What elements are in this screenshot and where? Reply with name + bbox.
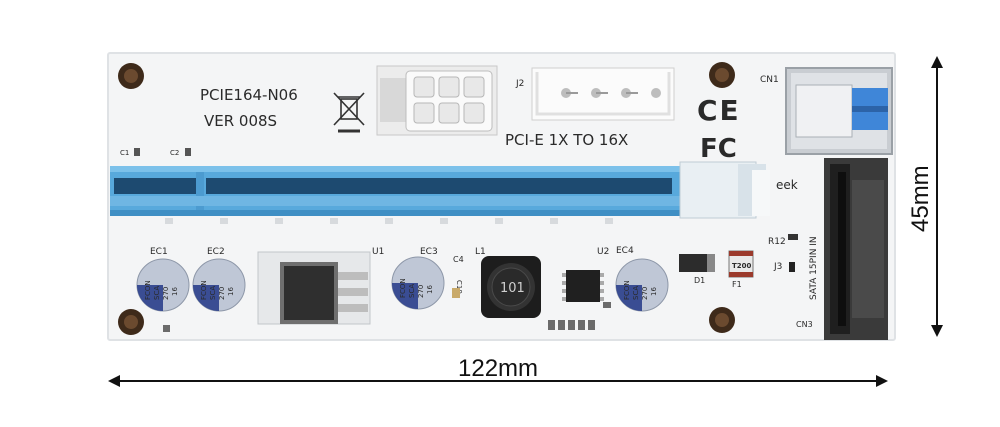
slot-solder-marks [165,218,613,224]
model-label: PCIE164-N06 [200,86,298,104]
ce-mark: CE [697,94,741,127]
c10-label: C10 [455,280,463,294]
ec1-label: EC1 [150,247,168,257]
svg-text:16: 16 [426,285,434,294]
mounting-hole-bottom-right [709,307,735,333]
height-dimension-arrow [931,56,943,337]
svg-text:SCA: SCA [153,286,161,300]
capacitor-ec3: FCON SCA 270 16 [391,256,445,310]
u2-label: U2 [597,247,609,257]
svg-text:SCA: SCA [209,286,217,300]
ec4-label: EC4 [616,246,634,256]
cn1-label: CN1 [760,75,779,85]
svg-text:FCON: FCON [623,280,631,300]
capacitor-ec1: FCON SCA 270 16 [136,258,190,312]
c4-label: C4 [453,255,464,264]
svg-text:270: 270 [641,287,649,300]
f1-fuse: T200 [728,250,754,278]
svg-text:T200: T200 [732,262,752,270]
molex-connector [531,67,675,121]
svg-text:FCON: FCON [399,278,407,298]
svg-text:270: 270 [218,287,226,300]
width-dimension-label: 122mm [458,355,538,382]
mounting-hole-top-right [709,62,735,88]
height-dimension-label: 45mm [907,165,934,232]
svg-text:SCA: SCA [408,284,416,298]
width-dimension-arrow [108,375,888,387]
j2-label: J2 [515,79,524,89]
mounting-hole-bottom-left [118,309,144,335]
brand-text-partial: eek [776,178,798,192]
smd-pads [163,302,611,332]
f1-label: F1 [732,280,742,289]
version-label: VER 008S [204,112,277,130]
capacitor-ec4: FCON SCA 270 16 [615,258,669,312]
u1-label: U1 [372,247,384,257]
svg-text:16: 16 [171,287,179,296]
d1-diode [679,254,715,272]
l1-inductor: 101 [481,256,541,318]
u1-voltage-regulator [257,251,371,325]
usb3-port [785,67,893,155]
l1-label: L1 [475,247,486,257]
c2-label: C2 [170,149,179,157]
sata-label: SATA 15PIN IN [809,236,819,300]
c1-component [134,148,140,156]
c4-component [452,288,460,298]
ec2-label: EC2 [207,247,225,257]
mounting-hole-top-left [118,63,144,89]
weee-bin-icon [333,92,365,133]
r12-resistor [788,234,798,240]
6pin-power-connector [376,65,498,136]
cn3-label: CN3 [796,320,813,329]
svg-text:FCON: FCON [200,280,208,300]
ec3-label: EC3 [420,247,438,257]
inductor-marking: 101 [500,281,525,296]
svg-text:SCA: SCA [632,286,640,300]
svg-text:16: 16 [650,287,658,296]
u2-controller-chip [562,270,604,302]
interface-label: PCI-E 1X TO 16X [505,131,628,149]
svg-text:270: 270 [417,285,425,298]
c1-label: C1 [120,149,129,157]
svg-text:16: 16 [227,287,235,296]
c2-component [185,148,191,156]
pcie-x16-slot [110,161,770,219]
capacitor-ec2: FCON SCA 270 16 [192,258,246,312]
d1-label: D1 [694,276,705,285]
fcc-mark: FC [700,134,737,164]
j3-led [789,262,795,272]
svg-text:FCON: FCON [144,280,152,300]
sata-15pin-connector [824,158,888,340]
r12-label: R12 [768,237,786,247]
svg-text:270: 270 [162,287,170,300]
j3-label: J3 [773,262,782,272]
